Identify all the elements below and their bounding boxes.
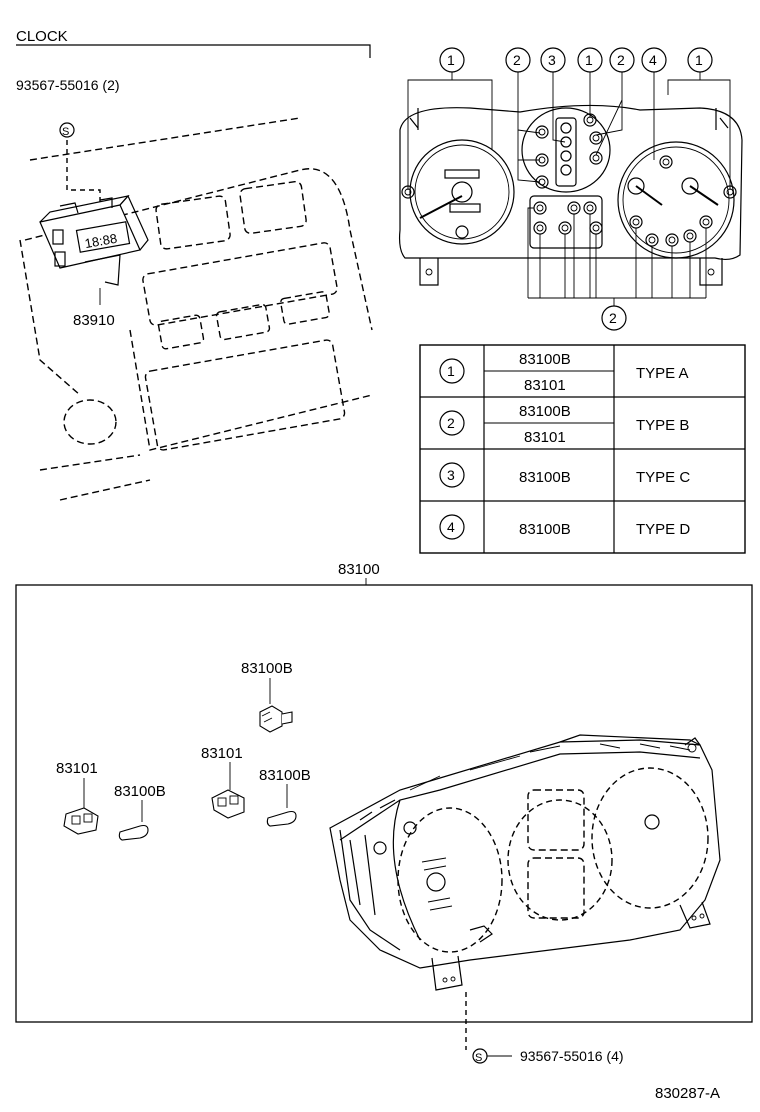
socket-icon [63,807,99,835]
clock-screw-symbol: S [59,122,101,205]
table-row-part: 83101 [524,377,566,394]
table-row: 3 83100B TYPE C [439,462,690,488]
assembly-part-number: 83100 [338,561,380,578]
bulb-label-left: 83100B [114,783,166,800]
assembly-frame [15,584,753,1023]
table-row-type: TYPE B [636,417,689,434]
table-row-type: TYPE C [636,469,690,486]
table-row-number: 3 [447,467,455,483]
table-row-type: TYPE D [636,521,690,538]
table-row-part: 83100B [519,521,571,538]
clock-part-number: 83910 [73,312,115,329]
bulb-label-mid: 83100B [259,767,311,784]
table-row-part: 83100B [519,351,571,368]
callout-marker-bottom-label: 2 [609,310,617,326]
clock-section: CLOCK 93567-55016 (2) S [16,28,373,501]
svg-text:S: S [62,126,69,138]
type-table: 1 83100B 83101 TYPE A 2 83100B 83101 TYP… [419,344,746,554]
table-row: 1 83100B 83101 TYPE A [439,351,689,394]
svg-text:1: 1 [447,52,455,68]
svg-text:3: 3 [548,52,556,68]
cluster-back-view: 1 2 3 1 2 4 1 [398,47,743,331]
bulb-icon [259,705,293,733]
svg-text:2: 2 [617,52,625,68]
table-row-part: 83100B [519,469,571,486]
bottom-callout-leaders [527,207,707,306]
svg-text:4: 4 [649,52,657,68]
callout-markers-top: 1 2 3 1 2 4 1 [439,47,713,73]
bulb-label-center-top: 83100B [241,660,293,677]
callout-leaders [407,72,731,190]
table-row-part: 83100B [519,403,571,420]
clock-screw-part-number: 93567-55016 (2) [16,77,120,93]
figure-id: 830287-A [655,1085,720,1102]
table-row-part: 83101 [524,429,566,446]
dashboard-outline [19,117,373,501]
svg-text:2: 2 [513,52,521,68]
table-row-type: TYPE A [636,365,689,382]
clock-display: 18:88 [84,231,119,251]
svg-text:S: S [475,1052,482,1064]
bulb-icon [118,824,149,841]
assembly-screw-part-number: 93567-55016 (4) [520,1048,624,1064]
table-row-number: 2 [447,415,455,431]
socket-label-mid: 83101 [201,745,243,762]
callout-marker-bottom [601,305,627,331]
table-row: 2 83100B 83101 TYPE B [439,403,689,446]
svg-text:1: 1 [695,52,703,68]
cluster-assembly-drawing [329,734,721,991]
cluster-assembly-section: 83100 83100B 83101 83100B 83101 [15,561,753,1064]
cluster-back-body [398,104,743,286]
socket-label-left: 83101 [56,760,98,777]
clock-title: CLOCK [16,28,68,45]
table-row-number: 4 [447,519,455,535]
bulb-socket-markers [401,113,737,247]
socket-icon [211,789,245,819]
clock-title-bracket [16,44,371,58]
table-row-number: 1 [447,363,455,379]
clock-unit: 18:88 [39,194,149,286]
svg-text:1: 1 [585,52,593,68]
assembly-screw-symbol: S [472,1048,488,1064]
bulb-icon [266,810,297,827]
table-row: 4 83100B TYPE D [439,514,690,540]
